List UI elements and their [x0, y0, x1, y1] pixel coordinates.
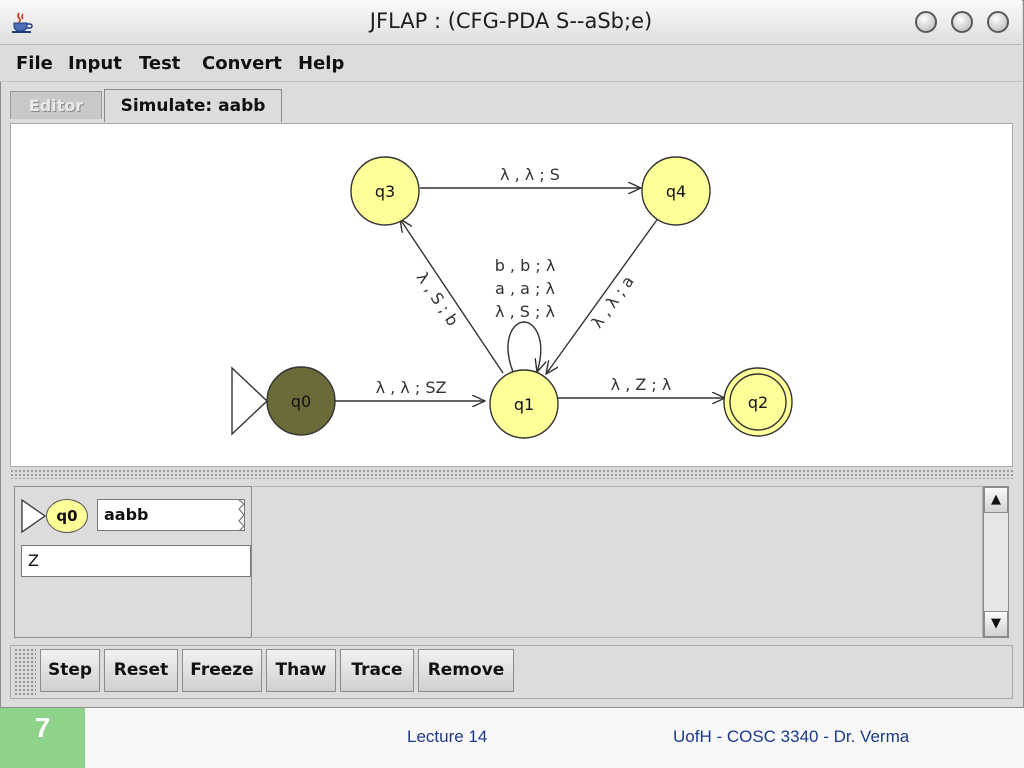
state-q3[interactable]: q3 [350, 156, 420, 226]
loop-label-1: b , b ; λ [495, 256, 556, 275]
scroll-down-button[interactable]: ▼ [984, 611, 1008, 637]
state-label-q4: q4 [666, 182, 686, 201]
loop-label-3: λ , S ; λ [495, 302, 555, 321]
title-bar: JFLAP : (CFG-PDA S--aSb;e) [0, 0, 1022, 45]
config-stack: Z [21, 545, 251, 577]
menu-bar: File Input Test Convert Help [0, 45, 1022, 82]
reset-button[interactable]: Reset [104, 649, 178, 692]
slide-number: 7 [0, 708, 85, 768]
tab-editor[interactable]: Editor [10, 91, 102, 119]
state-label-q0: q0 [291, 392, 311, 411]
state-label-q3: q3 [375, 182, 395, 201]
close-button[interactable] [987, 11, 1009, 33]
window-title: JFLAP : (CFG-PDA S--aSb;e) [369, 9, 653, 33]
menu-help[interactable]: Help [298, 53, 345, 74]
configurations-area [253, 486, 983, 638]
maximize-button[interactable] [951, 11, 973, 33]
state-label-q2: q2 [748, 393, 768, 412]
scroll-up-button[interactable]: ▲ [984, 487, 1008, 513]
state-q4[interactable]: q4 [641, 156, 711, 226]
java-cup-icon [12, 12, 33, 33]
menu-convert[interactable]: Convert [202, 53, 282, 74]
toolbar-grip[interactable] [14, 648, 36, 696]
transition-label-q0-q1: λ , λ ; SZ [376, 378, 447, 397]
transition-label-q3-q4: λ , λ ; S [500, 165, 560, 184]
trace-button[interactable]: Trace [340, 649, 414, 692]
state-q2[interactable]: q2 [723, 367, 793, 437]
remove-button[interactable]: Remove [418, 649, 514, 692]
state-label-q1: q1 [514, 395, 534, 414]
freeze-button[interactable]: Freeze [182, 649, 262, 692]
edge-q1-q3 [400, 219, 504, 374]
course-label: UofH - COSC 3340 - Dr. Verma [673, 727, 910, 746]
initial-state-marker [231, 366, 269, 436]
config-state: q0 [46, 499, 88, 533]
transition-label-q1-q2: λ , Z ; λ [611, 375, 672, 394]
config-initial-marker [21, 499, 47, 534]
edge-q1-self-loop [507, 321, 541, 372]
lecture-label: Lecture 14 [407, 727, 488, 746]
vertical-scrollbar[interactable]: ▲ ▼ [983, 486, 1009, 638]
menu-test[interactable]: Test [139, 53, 181, 74]
slide-footer [0, 708, 1024, 768]
tab-strip: Editor Simulate: aabb [0, 82, 1022, 122]
minimize-button[interactable] [915, 11, 937, 33]
config-input-tape: aabb [97, 499, 245, 531]
automaton-canvas[interactable]: q0 q1 q2 q3 q4 λ , λ ; SZ λ , Z ; λ λ , … [10, 123, 1013, 467]
menu-input[interactable]: Input [68, 53, 122, 74]
step-button[interactable]: Step [40, 649, 100, 692]
state-q0[interactable]: q0 [266, 366, 336, 436]
edge-q4-q1 [546, 216, 660, 374]
tape-torn-edge-icon [237, 499, 245, 531]
thaw-button[interactable]: Thaw [266, 649, 336, 692]
menu-file[interactable]: File [16, 53, 53, 74]
loop-label-2: a , a ; λ [495, 279, 555, 298]
transition-label-q1-q3: λ , S ; b [413, 268, 463, 329]
split-pane-divider[interactable] [10, 469, 1013, 479]
tab-simulate[interactable]: Simulate: aabb [104, 89, 282, 122]
state-q1[interactable]: q1 [489, 369, 559, 439]
automaton-diagram: q0 q1 q2 q3 q4 λ , λ ; SZ λ , Z ; λ λ , … [231, 156, 793, 439]
